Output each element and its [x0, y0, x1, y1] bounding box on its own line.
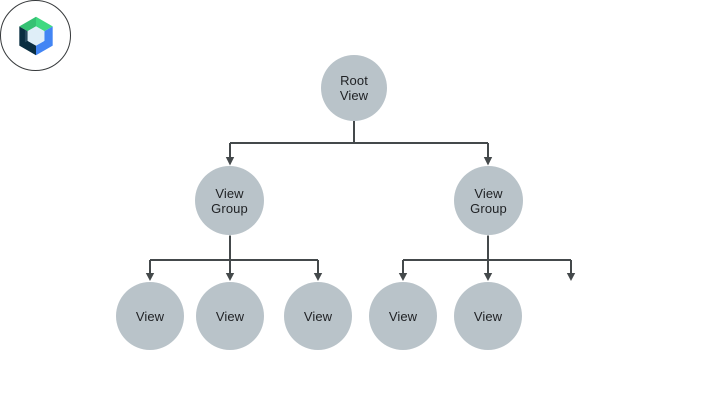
node-label-line: View: [215, 185, 244, 201]
node-label-line: Group: [470, 200, 507, 216]
arrowhead-down-icon: [225, 157, 235, 166]
connector-right-group-to-children: [402, 235, 572, 274]
node-view-leaf: View: [116, 282, 184, 350]
arrowhead-down-icon: [225, 273, 235, 281]
node-label-line: View: [474, 185, 503, 201]
node-view-leaf: View: [454, 282, 522, 350]
arrowhead-down-icon: [398, 273, 408, 281]
node-view-leaf: View: [196, 282, 264, 350]
compose-logo-top-face-left: [18, 16, 36, 31]
connector-left-group-to-children: [149, 235, 319, 274]
arrowhead-down-icon: [145, 273, 155, 281]
node-root-view: Root View: [321, 55, 387, 121]
node-view-leaf: View: [284, 282, 352, 350]
compose-logo-top-face-right: [35, 16, 53, 31]
arrowhead-down-icon: [313, 273, 323, 281]
jetpack-compose-logo-icon: [18, 16, 53, 55]
arrowhead-down-icon: [483, 273, 493, 281]
node-compose-leaf: [0, 0, 71, 71]
compose-logo-inner-wall: [24, 29, 28, 42]
node-label-line: View: [135, 308, 165, 324]
compose-logo-center-hexagon: [27, 25, 44, 46]
node-view-leaf: View: [369, 282, 437, 350]
arrowhead-down-icon: [483, 157, 493, 166]
node-label-line: Group: [211, 200, 248, 216]
node-label-line: View: [215, 308, 245, 324]
node-label-line: View: [339, 88, 369, 103]
arrowhead-down-icon: [566, 273, 576, 281]
node-view-group-left: View Group: [195, 166, 264, 235]
node-label-line: View: [473, 308, 503, 324]
node-view-group-right: View Group: [454, 166, 523, 235]
node-label-line: Root: [340, 73, 368, 88]
node-label-line: View: [303, 308, 333, 324]
node-label-line: View: [388, 308, 418, 324]
connector-root-to-groups: [229, 121, 489, 158]
